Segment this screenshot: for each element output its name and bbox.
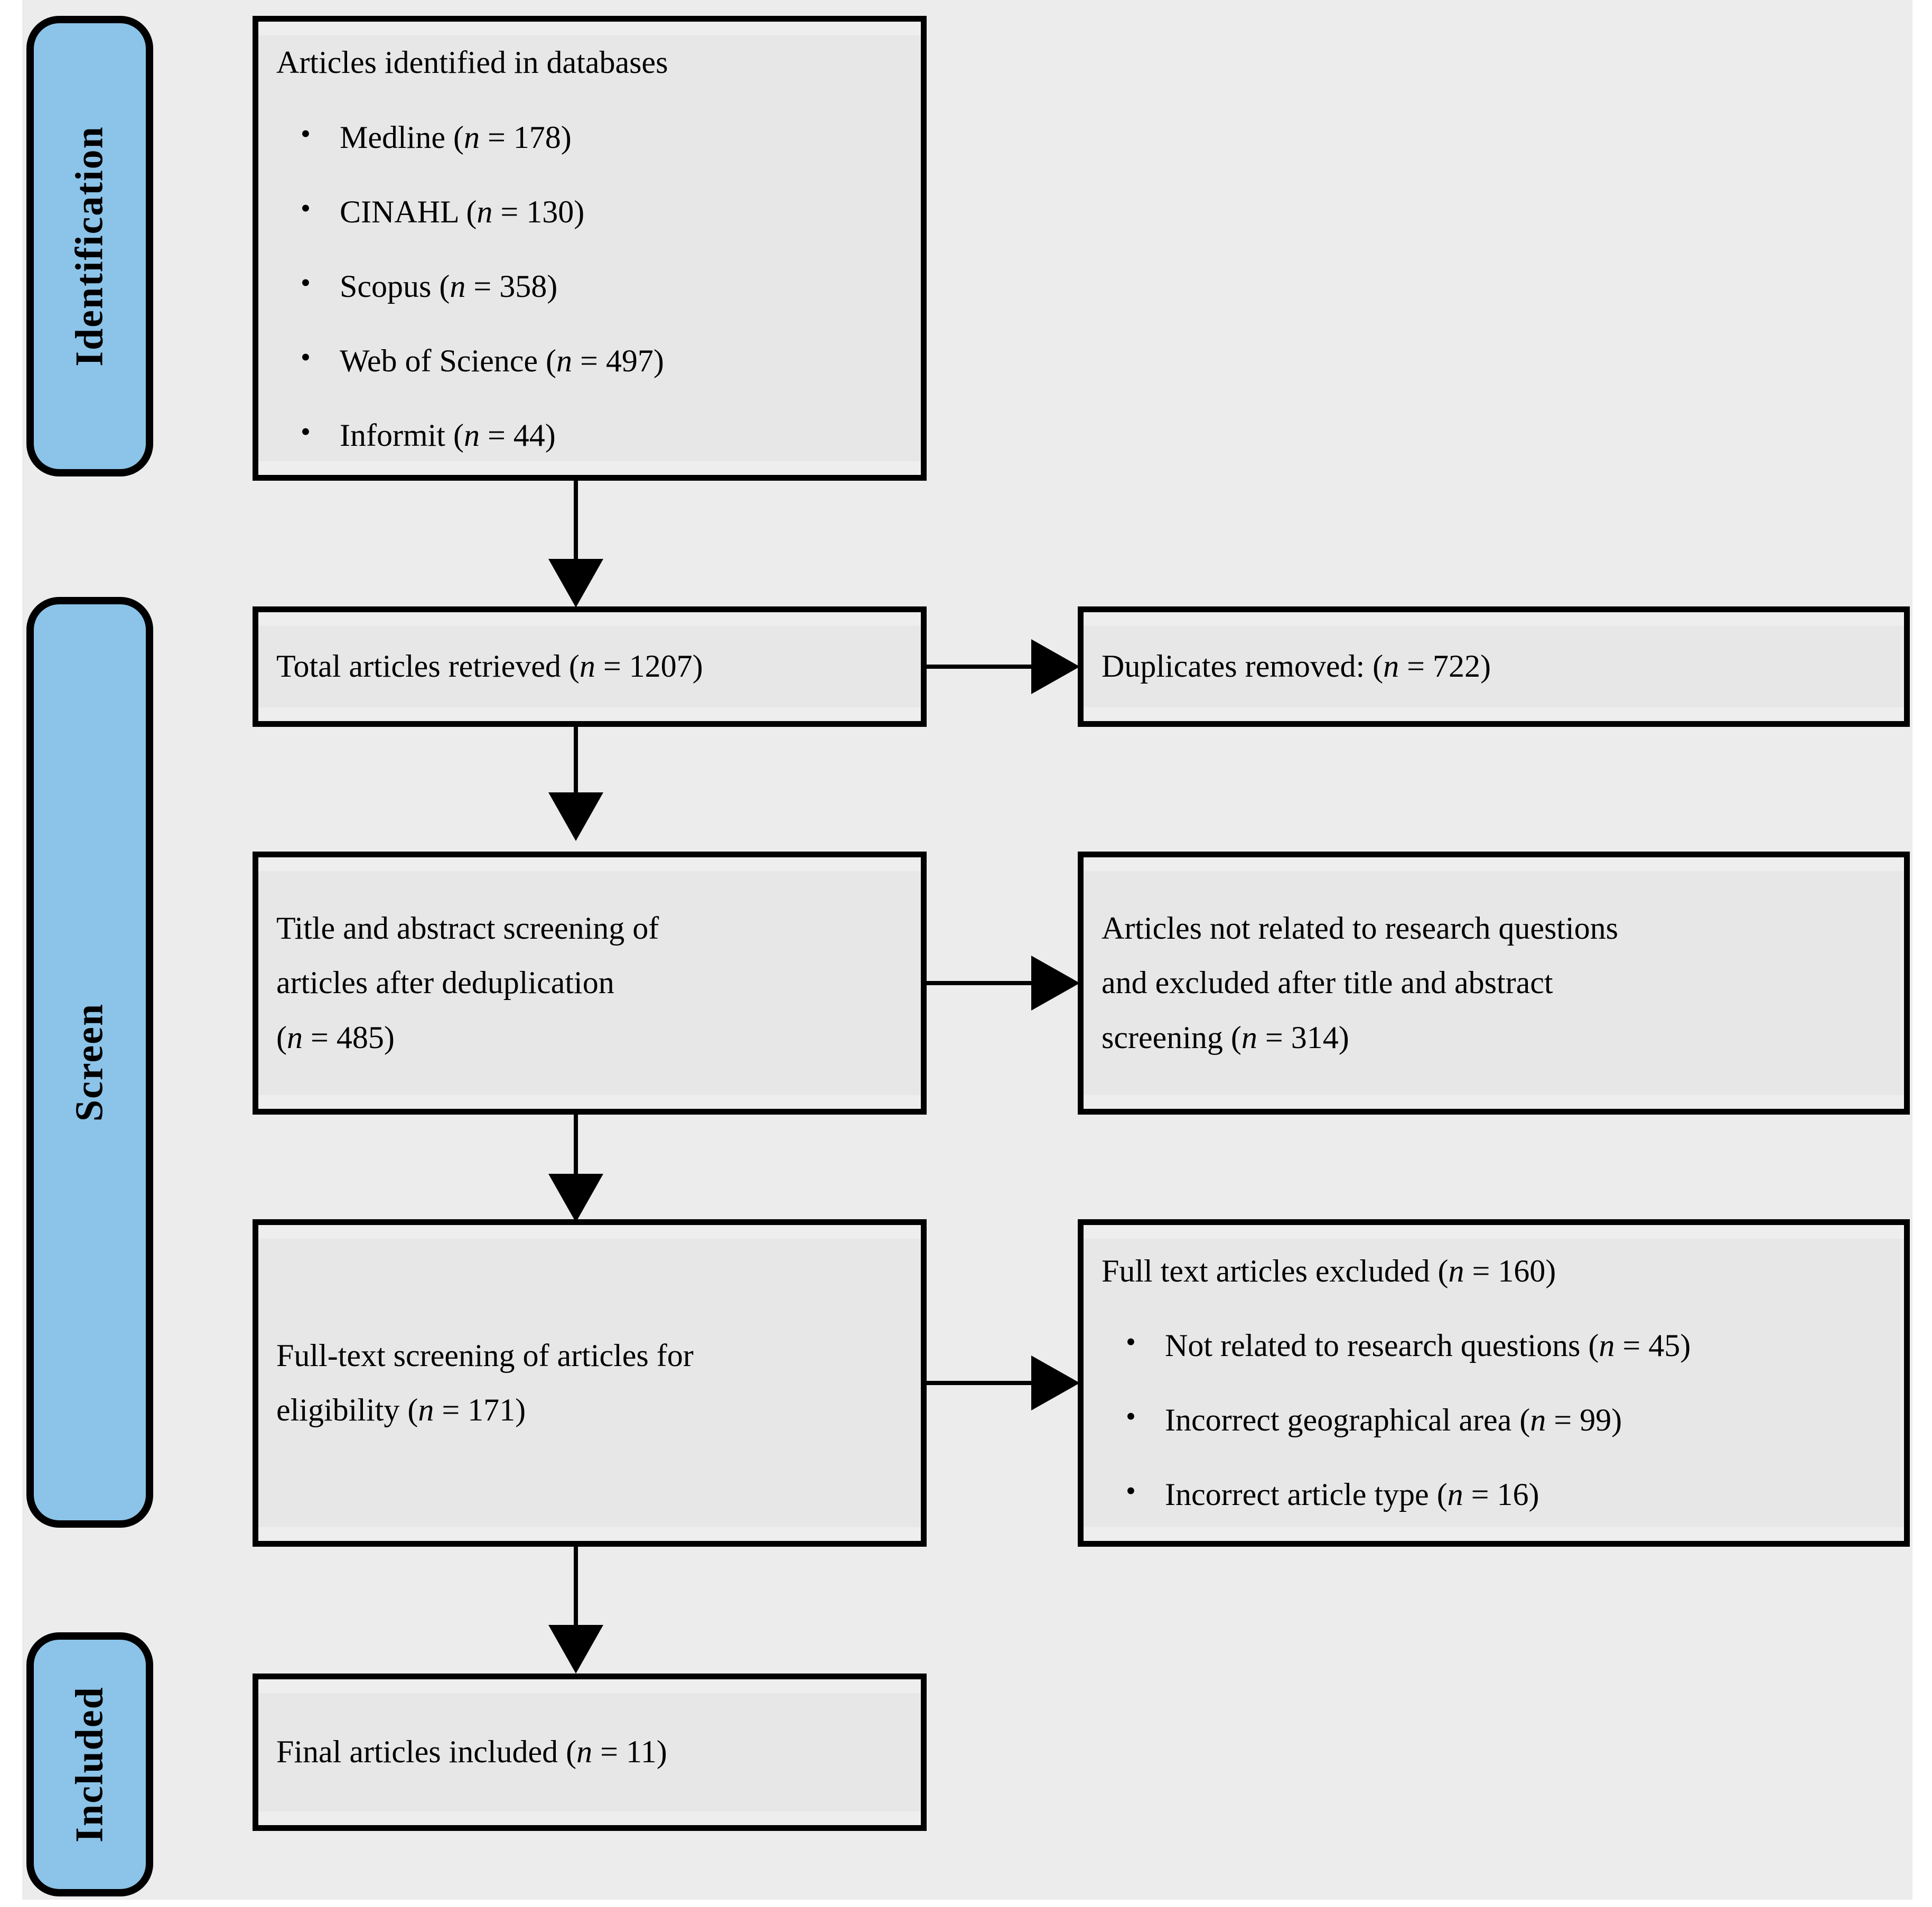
db-name: Scopus	[340, 269, 432, 304]
line3-prefix: (	[276, 1020, 287, 1055]
reason-count: 45	[1648, 1328, 1681, 1363]
box-final-articles-included: Final articles included (n = 11)	[253, 1674, 927, 1831]
box-retrieved-text: Total articles retrieved (n = 1207)	[276, 649, 903, 684]
box-final-text: Final articles included (n = 11)	[276, 1734, 903, 1770]
retrieved-prefix: Total articles retrieved (	[276, 649, 580, 684]
connector-line-identified-to-retrieved	[574, 481, 578, 565]
fulltext-line1: Full-text screening of articles for	[276, 1338, 694, 1373]
n-symbol: n	[556, 343, 572, 379]
stage-label-included: Included	[68, 1686, 111, 1843]
stage-label-identification: Identification	[68, 126, 111, 367]
line3-suffix: = 314)	[1257, 1020, 1349, 1055]
exclusion-reason-list: Not related to research questions (n = 4…	[1102, 1326, 1886, 1513]
n-symbol: n	[579, 649, 595, 684]
title-abstract-line2: articles after deduplication	[276, 965, 614, 1001]
reason-count: 16	[1497, 1477, 1529, 1512]
n-symbol: n	[1599, 1328, 1615, 1363]
arrowhead-down-icon	[548, 1174, 603, 1222]
n-symbol: n	[1241, 1020, 1257, 1055]
excluded-ta-line2: and excluded after title and abstract	[1102, 965, 1553, 1001]
n-symbol: n	[463, 418, 480, 453]
n-symbol: n	[477, 194, 493, 229]
connector-line-retrieved-to-title-abstract	[574, 727, 578, 797]
final-suffix: = 11)	[592, 1734, 667, 1770]
arrowhead-right-icon	[1031, 1356, 1080, 1410]
reason-text: Incorrect geographical area	[1165, 1403, 1512, 1437]
line2-prefix: eligibility (	[276, 1392, 418, 1427]
box-fulltext-screening: Full-text screening of articles for elig…	[253, 1219, 927, 1547]
title-abstract-line3: (n = 485)	[276, 1011, 903, 1065]
line3-suffix: = 485)	[302, 1020, 395, 1055]
box-duplicates-removed: Duplicates removed: (n = 722)	[1078, 606, 1910, 727]
n-symbol: n	[1530, 1403, 1546, 1437]
stage-pill-identification: Identification	[26, 16, 153, 476]
line3-prefix: screening (	[1102, 1020, 1242, 1055]
box-title-abstract-screening: Title and abstract screening of articles…	[253, 852, 927, 1115]
connector-line-fulltext-to-final	[574, 1547, 578, 1631]
n-symbol: n	[418, 1392, 434, 1427]
reason-text: Incorrect article type	[1165, 1477, 1429, 1512]
arrowhead-right-icon	[1031, 639, 1080, 694]
fulltext-line2: eligibility (n = 171)	[276, 1383, 903, 1437]
db-count: 130	[526, 194, 574, 229]
n-symbol: n	[463, 119, 480, 155]
excluded-ft-title: Full text articles excluded (n = 160)	[1102, 1254, 1886, 1289]
reason-text: Not related to research questions	[1165, 1328, 1581, 1363]
excluded-ta-line3: screening (n = 314)	[1102, 1011, 1886, 1065]
db-count: 44	[513, 418, 545, 453]
list-item: Web of Science (n = 497)	[276, 341, 903, 379]
n-symbol: n	[286, 1020, 303, 1055]
db-name: CINAHL	[340, 194, 459, 229]
line2-suffix: = 171)	[434, 1392, 526, 1427]
n-symbol: n	[1448, 1253, 1464, 1288]
reason-count: 99	[1580, 1403, 1612, 1437]
box-identified-title: Articles identified in databases	[276, 45, 668, 80]
db-name: Medline	[340, 119, 445, 155]
list-item: CINAHL (n = 130)	[276, 192, 903, 230]
n-symbol: n	[1383, 649, 1399, 684]
db-name: Informit	[340, 418, 445, 453]
list-item: Scopus (n = 358)	[276, 267, 903, 304]
arrowhead-down-icon	[548, 792, 603, 841]
connector-line-title-abstract-to-excluded	[927, 981, 1046, 985]
box-excluded-title-abstract: Articles not related to research questio…	[1078, 852, 1910, 1115]
connector-line-retrieved-to-duplicates	[927, 665, 1046, 669]
n-symbol: n	[576, 1734, 593, 1770]
n-symbol: n	[450, 269, 466, 304]
n-symbol: n	[1447, 1477, 1463, 1512]
connector-line-fulltext-to-excluded	[927, 1381, 1046, 1385]
arrowhead-down-icon	[548, 1625, 603, 1674]
retrieved-suffix: = 1207)	[595, 649, 703, 684]
list-item: Medline (n = 178)	[276, 118, 903, 155]
list-item: Incorrect article type (n = 16)	[1102, 1475, 1886, 1512]
excluded-ta-line1: Articles not related to research questio…	[1102, 911, 1618, 946]
db-count: 497	[605, 343, 654, 379]
excluded-ft-suffix: = 160)	[1464, 1253, 1556, 1288]
list-item: Incorrect geographical area (n = 99)	[1102, 1400, 1886, 1438]
list-item: Not related to research questions (n = 4…	[1102, 1326, 1886, 1363]
box-fulltext-excluded: Full text articles excluded (n = 160) No…	[1078, 1219, 1910, 1547]
list-item: Informit (n = 44)	[276, 416, 903, 453]
stage-label-screen: Screen	[68, 1003, 111, 1122]
database-source-list: Medline (n = 178) CINAHL (n = 130) Scopu…	[276, 118, 903, 454]
duplicates-suffix: = 722)	[1399, 649, 1491, 684]
arrowhead-down-icon	[548, 559, 603, 607]
duplicates-prefix: Duplicates removed: (	[1102, 649, 1384, 684]
connector-line-title-abstract-to-fulltext	[574, 1115, 578, 1178]
box-duplicates-text: Duplicates removed: (n = 722)	[1102, 649, 1886, 684]
final-prefix: Final articles included (	[276, 1734, 577, 1770]
box-total-articles-retrieved: Total articles retrieved (n = 1207)	[253, 606, 927, 727]
db-count: 178	[513, 119, 561, 155]
db-count: 358	[499, 269, 547, 304]
excluded-ft-prefix: Full text articles excluded (	[1102, 1253, 1449, 1288]
title-abstract-line1: Title and abstract screening of	[276, 911, 659, 946]
db-name: Web of Science	[340, 343, 538, 379]
stage-pill-included: Included	[26, 1632, 153, 1896]
box-articles-identified: Articles identified in databases Medline…	[253, 16, 927, 481]
arrowhead-right-icon	[1031, 956, 1080, 1011]
stage-pill-screen: Screen	[26, 597, 153, 1528]
